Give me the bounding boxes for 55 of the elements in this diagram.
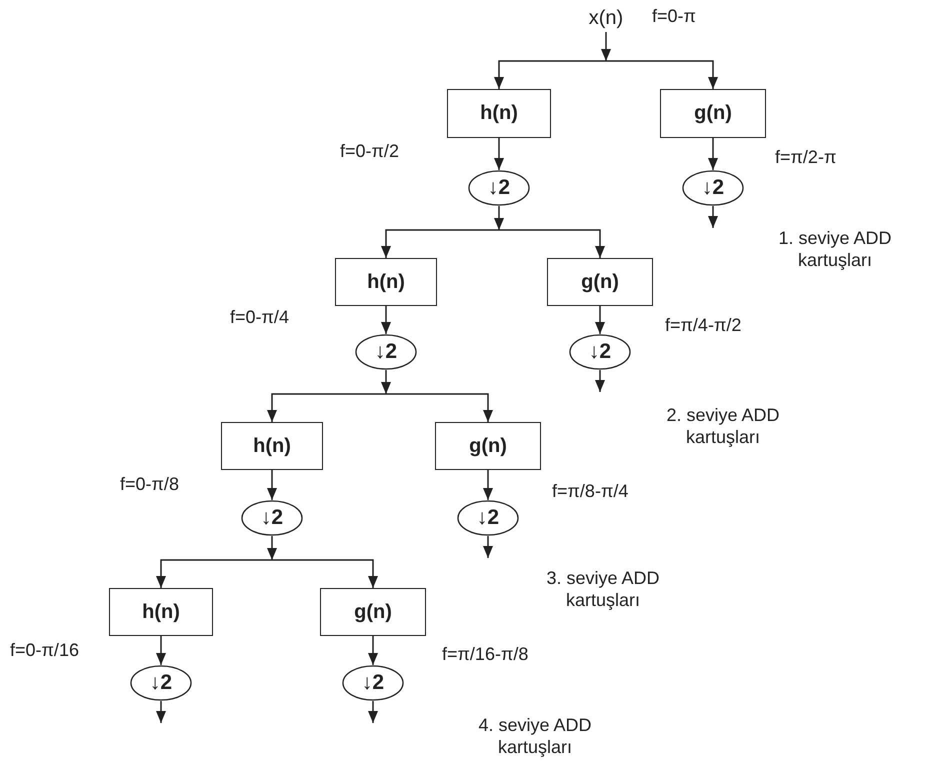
level-note: 4. seviye ADD kartuşları bbox=[477, 715, 593, 758]
level-note: 2. seviye ADD kartuşları bbox=[665, 405, 781, 448]
frequency-band-label: f=0-π bbox=[652, 6, 696, 28]
arrow bbox=[381, 306, 391, 334]
arrow bbox=[708, 206, 718, 228]
arrow bbox=[494, 60, 606, 89]
signal-label: x(n) bbox=[583, 4, 629, 32]
frequency-band-label: f=π/16-π/8 bbox=[442, 644, 528, 666]
arrow bbox=[494, 206, 504, 230]
arrow bbox=[381, 370, 391, 394]
arrow bbox=[595, 306, 605, 334]
arrow bbox=[595, 370, 605, 392]
filter-box: g(n) bbox=[660, 89, 766, 138]
arrow bbox=[381, 229, 499, 258]
downsample-ellipse: ↓2 bbox=[342, 665, 404, 701]
filter-box: g(n) bbox=[547, 258, 653, 306]
frequency-band-label: f=0-π/8 bbox=[120, 474, 179, 496]
arrow bbox=[368, 701, 378, 723]
downsample-ellipse: ↓2 bbox=[468, 170, 530, 206]
downsample-ellipse: ↓2 bbox=[130, 665, 192, 701]
filter-box: h(n) bbox=[221, 422, 323, 470]
arrow bbox=[267, 393, 386, 422]
filter-box: g(n) bbox=[320, 588, 426, 636]
frequency-band-label: f=π/2-π bbox=[775, 147, 836, 169]
arrow bbox=[483, 536, 493, 558]
frequency-band-label: f=π/4-π/2 bbox=[665, 315, 742, 337]
arrow bbox=[272, 559, 378, 588]
downsample-ellipse: ↓2 bbox=[241, 500, 303, 536]
downsample-ellipse: ↓2 bbox=[457, 500, 519, 536]
filter-box: h(n) bbox=[447, 89, 551, 138]
arrow bbox=[499, 229, 605, 258]
downsample-ellipse: ↓2 bbox=[355, 334, 417, 370]
filter-box: h(n) bbox=[109, 588, 213, 636]
arrow bbox=[708, 138, 718, 170]
arrow bbox=[494, 138, 504, 170]
arrow bbox=[368, 636, 378, 665]
arrow bbox=[156, 701, 166, 723]
level-note: 3. seviye ADD kartuşları bbox=[545, 568, 661, 612]
arrow bbox=[156, 559, 272, 588]
arrow bbox=[606, 60, 718, 89]
arrow bbox=[386, 393, 493, 422]
filter-box: h(n) bbox=[335, 258, 437, 306]
arrow bbox=[601, 32, 611, 61]
arrow bbox=[156, 636, 166, 665]
level-note: 1. seviye ADD kartuşları bbox=[777, 228, 893, 272]
frequency-band-label: f=0-π/4 bbox=[230, 307, 289, 329]
arrow bbox=[483, 470, 493, 500]
frequency-band-label: f=0-π/16 bbox=[10, 640, 79, 662]
downsample-ellipse: ↓2 bbox=[682, 170, 744, 206]
frequency-band-label: f=0-π/2 bbox=[340, 141, 399, 163]
arrow bbox=[267, 470, 277, 500]
frequency-band-label: f=π/8-π/4 bbox=[552, 481, 628, 503]
arrow bbox=[267, 536, 277, 560]
downsample-ellipse: ↓2 bbox=[569, 334, 631, 370]
filter-box: g(n) bbox=[435, 422, 541, 470]
